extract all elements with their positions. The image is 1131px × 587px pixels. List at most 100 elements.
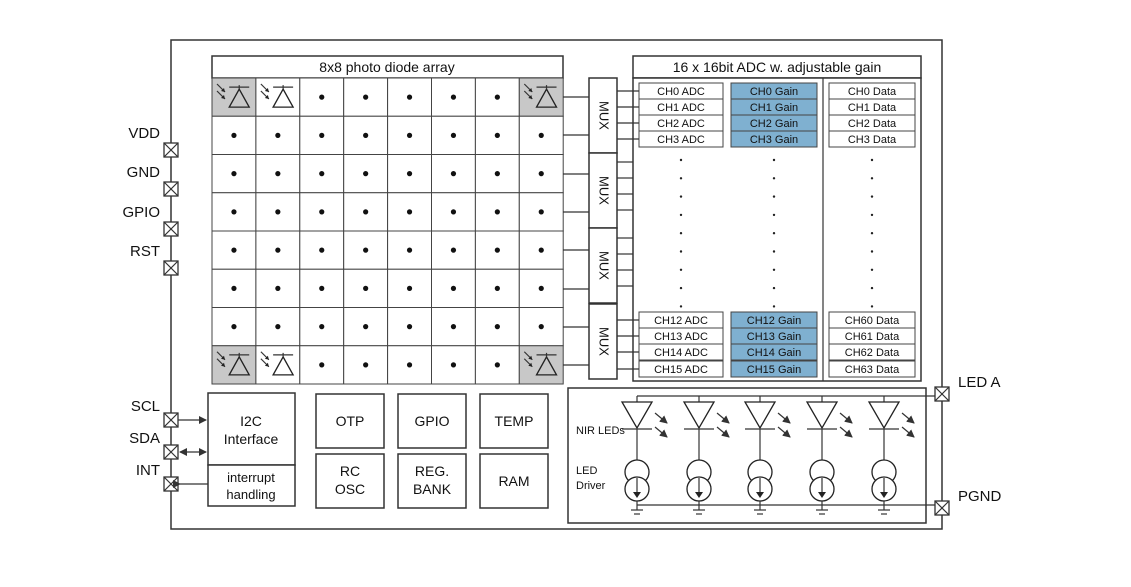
ellipsis-dot xyxy=(679,213,683,217)
pixel-dot xyxy=(363,209,369,215)
adc-label: CH1 ADC xyxy=(657,102,705,114)
array-cell xyxy=(343,307,389,347)
otp-block: OTP xyxy=(315,393,385,449)
array-cell xyxy=(474,230,520,270)
array-cell xyxy=(474,307,520,347)
array-cell xyxy=(518,307,564,347)
gain-label: CH3 Gain xyxy=(750,134,798,146)
array-cell xyxy=(343,345,389,385)
pin-gpio-label: GPIO xyxy=(122,204,160,221)
reg-label: REG. xyxy=(415,463,449,479)
pixel-dot xyxy=(406,324,413,330)
emission-arrow-icon xyxy=(777,412,791,424)
pixel-dot xyxy=(494,324,500,330)
emission-arrow-icon xyxy=(716,426,730,438)
led-driver-label-2: Driver xyxy=(576,480,606,492)
array-cell xyxy=(255,154,301,194)
otp-label: OTP xyxy=(336,413,365,429)
ellipsis-dot xyxy=(772,250,776,253)
pixel-dot xyxy=(231,285,237,291)
array-cell xyxy=(255,307,301,347)
array-cell xyxy=(255,230,301,270)
pixel-dot xyxy=(363,132,369,138)
adc-label: CH13 ADC xyxy=(654,331,708,343)
array-cell xyxy=(431,268,476,308)
array-cell xyxy=(518,192,564,232)
pixel-dot xyxy=(494,209,500,215)
array-cell xyxy=(211,192,257,232)
diode-icon xyxy=(272,355,295,376)
ellipsis-dot xyxy=(679,305,683,308)
data-register-label: CH2 Data xyxy=(848,118,897,130)
pin-vdd-label: VDD xyxy=(128,125,160,142)
diode-icon xyxy=(228,87,251,108)
mux-label: MUX xyxy=(597,101,612,130)
ellipsis-dot xyxy=(870,195,874,198)
led-channel xyxy=(867,396,915,515)
array-cell xyxy=(211,115,257,155)
pin-led-a-box xyxy=(934,386,950,402)
ellipsis-dot xyxy=(772,268,776,271)
array-cell xyxy=(255,268,301,308)
array-cell xyxy=(387,345,433,385)
photodiode-cell xyxy=(255,345,301,385)
array-cell xyxy=(474,192,520,232)
adc-label: CH2 ADC xyxy=(657,118,705,130)
array-cell xyxy=(299,268,345,308)
pin-vdd-box xyxy=(163,142,179,158)
pixel-dot xyxy=(319,324,325,330)
array-cell xyxy=(299,77,345,117)
pixel-dot xyxy=(494,362,500,368)
mux-block: MUX xyxy=(588,227,618,304)
photodiode-cell xyxy=(518,77,564,117)
ellipsis-dot xyxy=(772,286,776,290)
pixel-dot xyxy=(275,132,281,138)
pixel-dot xyxy=(494,247,500,253)
gpio-block: GPIO xyxy=(397,393,467,449)
pixel-dot xyxy=(406,362,413,368)
array-cell xyxy=(387,154,433,194)
led-section: NIR LEDs LED Driver xyxy=(567,387,942,524)
ellipsis-dot xyxy=(870,232,874,235)
pixel-dot xyxy=(319,209,325,215)
pixel-dot xyxy=(275,247,281,253)
array-cell xyxy=(431,115,476,155)
gain-label: CH15 Gain xyxy=(747,364,801,376)
data-register-label: CH3 Data xyxy=(848,134,897,146)
pixel-dot xyxy=(319,94,325,100)
array-cell xyxy=(255,192,301,232)
pin-sda-label: SDA xyxy=(129,430,160,447)
pixel-dot xyxy=(406,94,413,100)
array-cell xyxy=(211,154,257,194)
mux-label: MUX xyxy=(597,251,612,280)
array-cell xyxy=(343,77,389,117)
pixel-dot xyxy=(450,171,457,177)
ram-block: RAM xyxy=(479,453,549,509)
pixel-dot xyxy=(494,94,500,100)
array-cell xyxy=(211,268,257,308)
nir-led-icon xyxy=(805,401,839,430)
mux-block: MUX xyxy=(588,77,618,154)
ellipsis-dot xyxy=(772,213,776,217)
photodiode-cell xyxy=(211,345,257,385)
array-cell xyxy=(387,307,433,347)
mux-label: MUX xyxy=(597,327,612,356)
array-cell xyxy=(474,268,520,308)
array-cell xyxy=(299,307,345,347)
photodiode-cell xyxy=(518,345,564,385)
pixel-dot xyxy=(275,285,281,291)
pixel-dot xyxy=(538,247,544,253)
pixel-dot xyxy=(319,171,325,177)
pixel-dot xyxy=(538,285,544,291)
photodiode-cell xyxy=(255,77,301,117)
adc-label: CH3 ADC xyxy=(657,134,705,146)
pixel-dot xyxy=(231,247,237,253)
nir-led-icon xyxy=(867,401,901,430)
ellipsis-dot xyxy=(870,177,874,180)
